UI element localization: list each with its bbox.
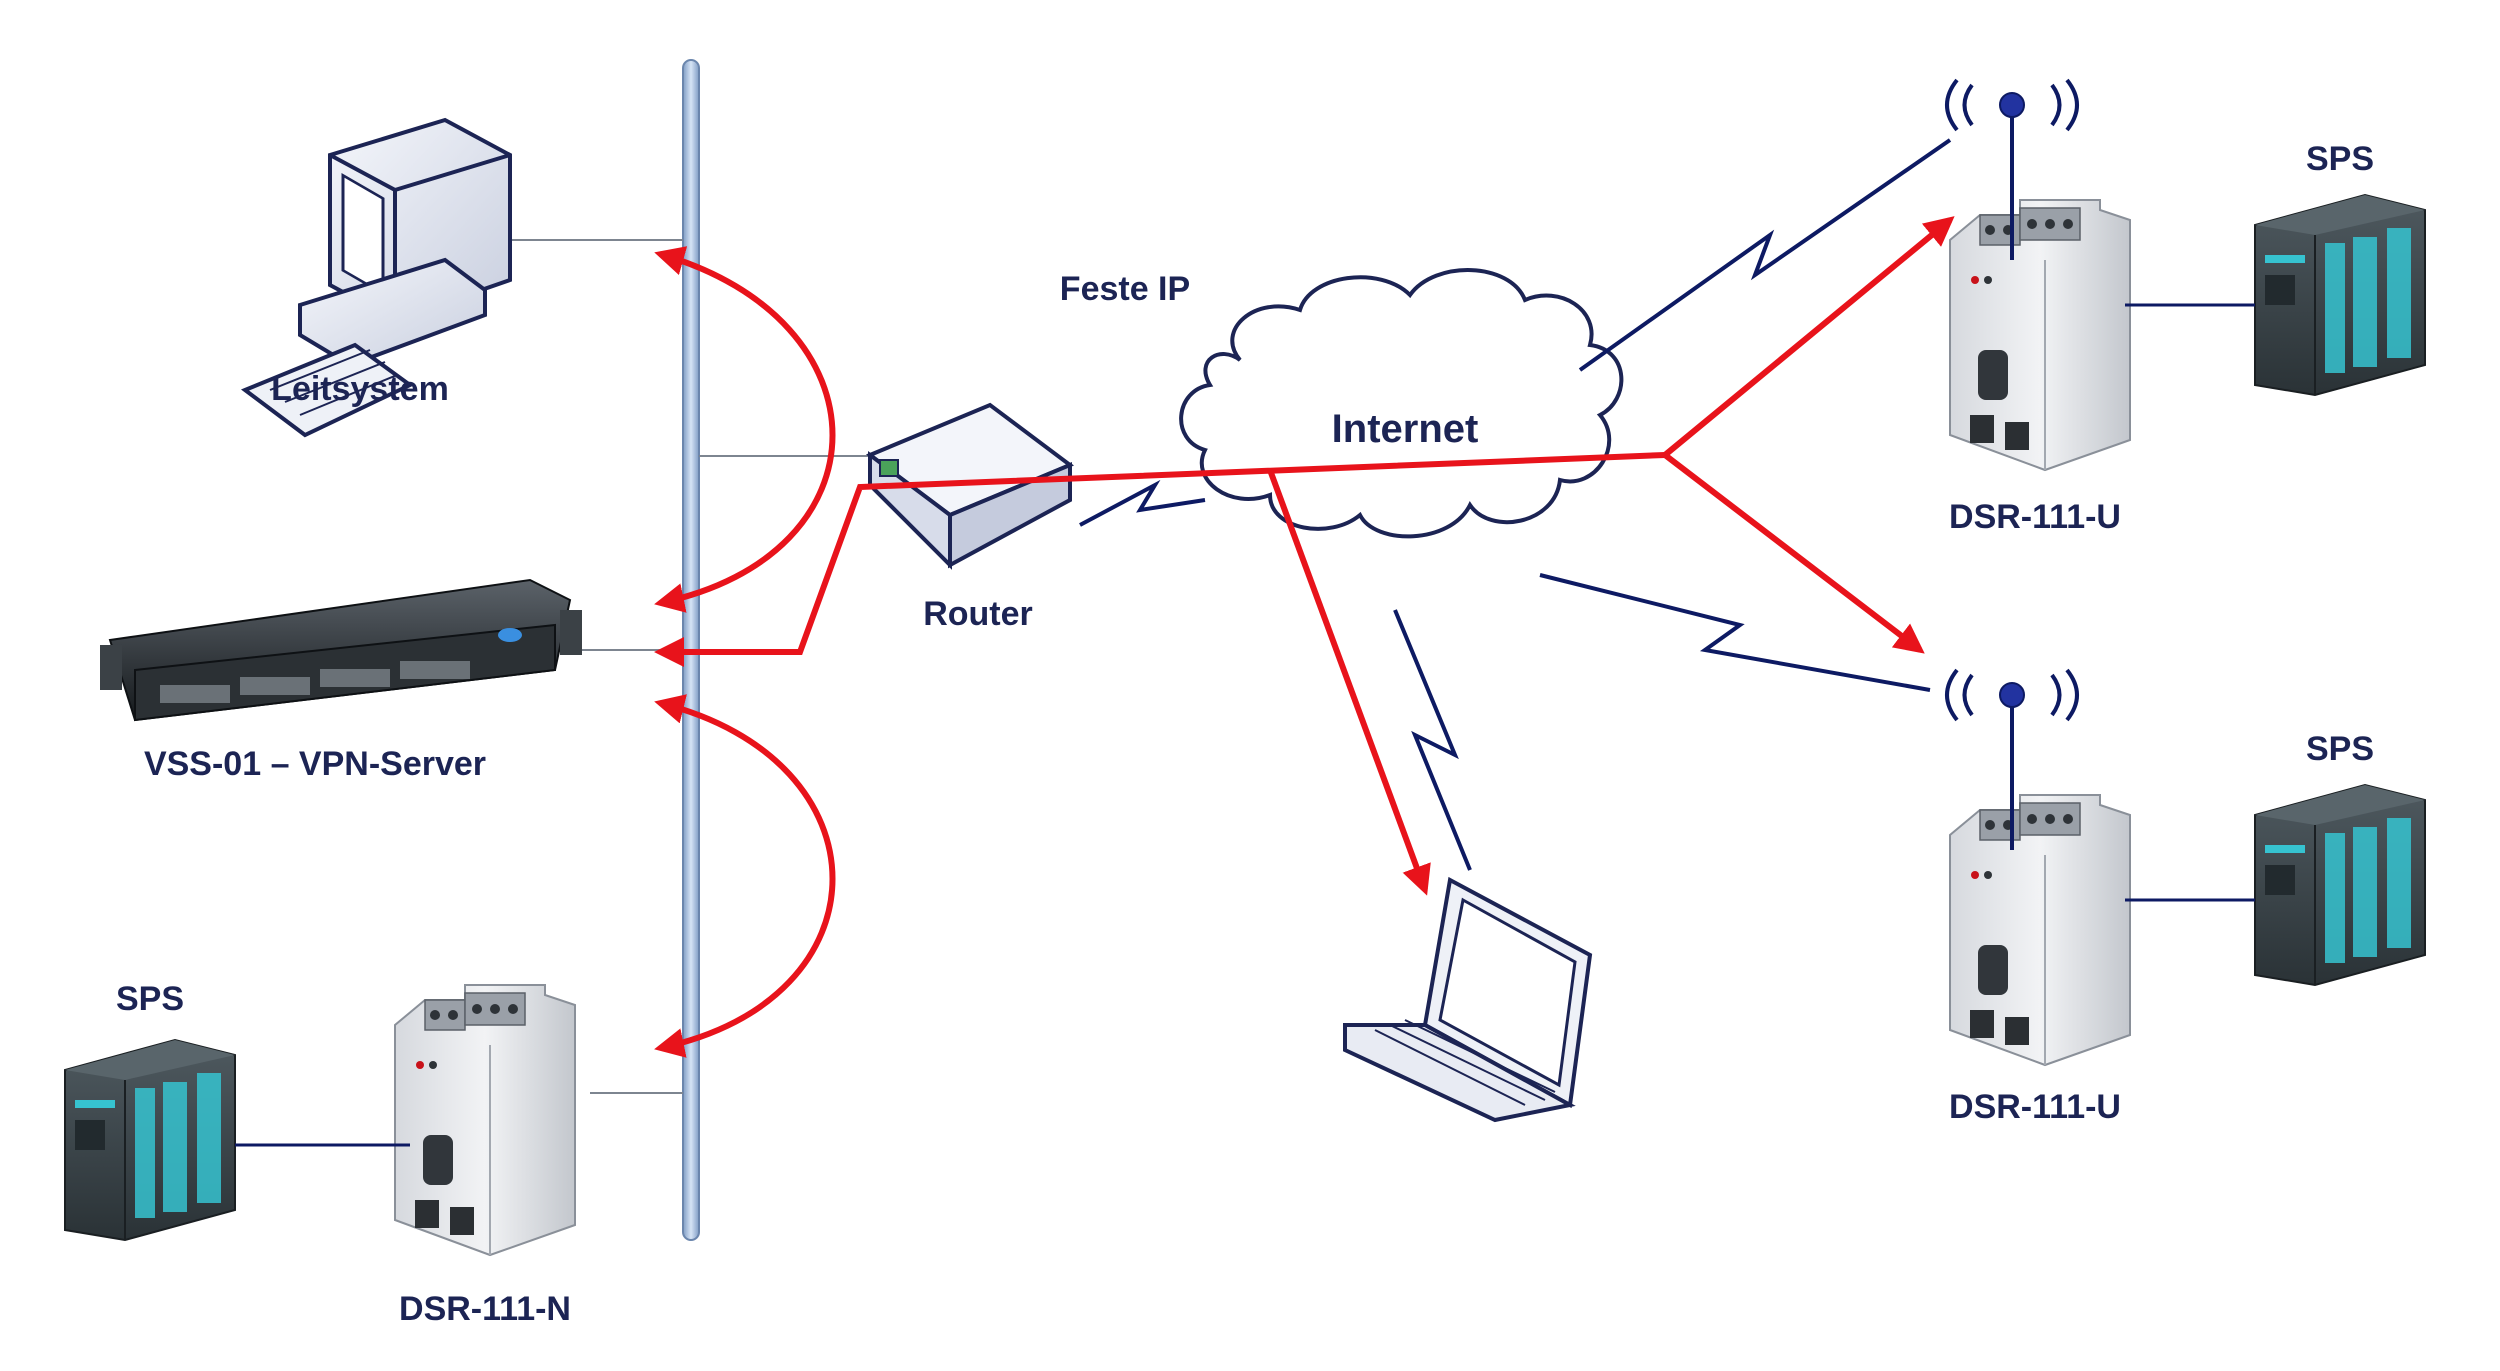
dsr-module-icon	[1949, 794, 2131, 1066]
feste-ip-label: Feste IP	[1060, 270, 1190, 308]
plc-icon	[2254, 784, 2426, 986]
dsr-module-icon	[1949, 199, 2131, 471]
cloud-icon	[1179, 268, 1624, 539]
vpn-tunnels	[654, 216, 1955, 1058]
dsr-module-icon	[394, 984, 576, 1256]
rack-server-icon	[100, 578, 582, 722]
wireless-links	[1079, 138, 1952, 871]
plc-icon	[64, 1039, 236, 1241]
sps-left-label: SPS	[116, 980, 184, 1018]
leitsystem-label: Leitsystem	[271, 370, 449, 408]
desktop-computer-icon	[240, 117, 512, 438]
router-label: Router	[923, 595, 1033, 633]
dsr-111-u-bottom-label: DSR-111-U	[1949, 1088, 2121, 1126]
internet-label: Internet	[1332, 407, 1479, 451]
dsr-111-n-label: DSR-111-N	[399, 1290, 571, 1328]
vpn-server-label: VSS-01 – VPN-Server	[144, 745, 486, 783]
plc-icon	[2254, 194, 2426, 396]
sps-top-label: SPS	[2306, 140, 2374, 178]
sps-bottom-label: SPS	[2306, 730, 2374, 768]
dsr-111-u-top-label: DSR-111-U	[1949, 498, 2121, 536]
laptop-icon	[1343, 876, 1593, 1123]
plc-cables	[235, 303, 2255, 1147]
